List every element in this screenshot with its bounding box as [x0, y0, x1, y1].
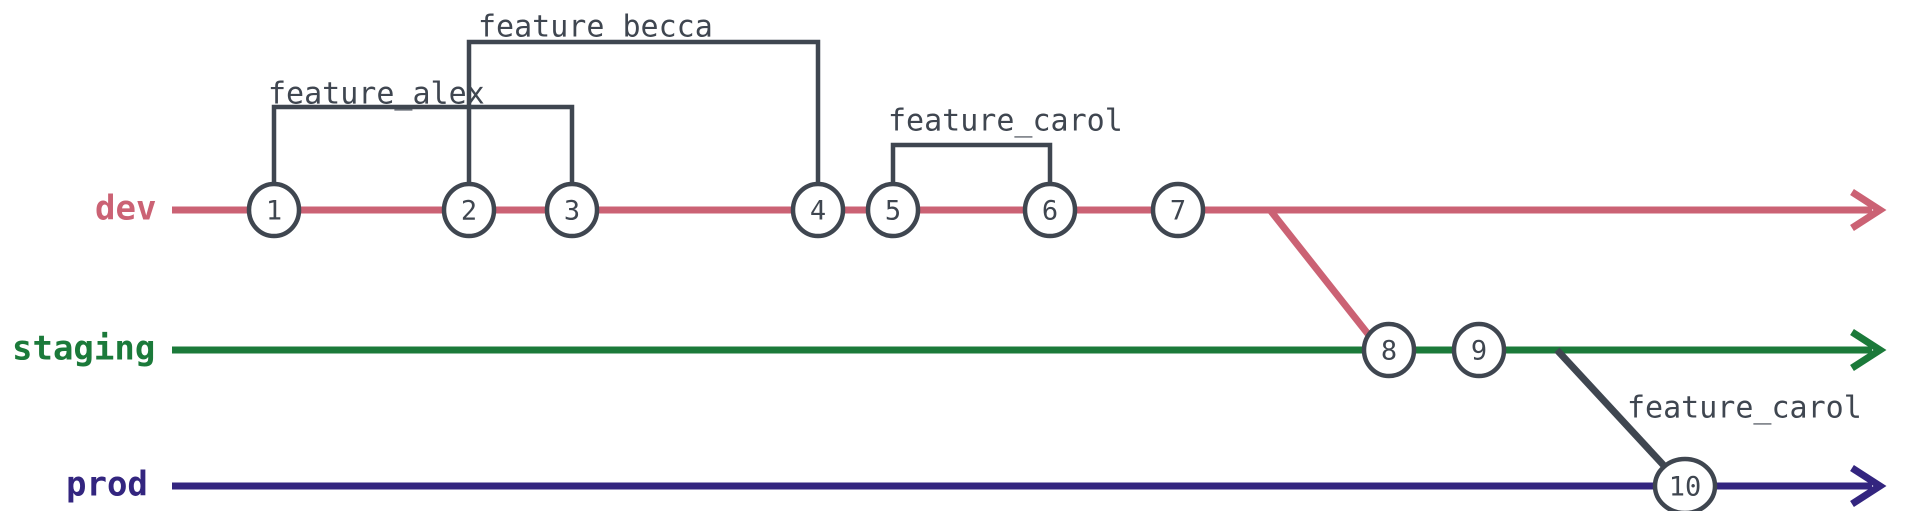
commit-node[interactable]: 9 — [1451, 321, 1507, 379]
feature-becca-path — [466, 39, 821, 186]
commit-circle — [246, 181, 302, 239]
dev-arrow-icon — [1850, 189, 1887, 231]
commit-node[interactable]: 3 — [544, 181, 600, 239]
commit-node[interactable]: 8 — [1361, 321, 1417, 379]
branch-lines — [172, 189, 1887, 507]
feature-alex-path — [271, 104, 575, 186]
staging-arrow-icon — [1850, 329, 1887, 371]
branch-line-staging[interactable] — [172, 329, 1887, 371]
feature-alex-label: feature_alex — [268, 77, 485, 112]
commit-circle — [1361, 321, 1417, 379]
commit-node[interactable]: 10 — [1652, 456, 1718, 511]
branch-line-prod[interactable] — [172, 465, 1887, 507]
commit-nodes: 1 2 3 4 5 6 7 — [246, 181, 1718, 511]
commit-circle — [544, 181, 600, 239]
commit-circle — [1652, 456, 1718, 511]
commit-number: 4 — [810, 196, 826, 227]
feature-carol-dev-label: feature_carol — [888, 104, 1123, 139]
branch-label-staging[interactable]: staging — [12, 329, 155, 369]
commit-node[interactable]: 4 — [790, 181, 846, 239]
commit-node[interactable]: 5 — [865, 181, 921, 239]
commit-number: 8 — [1381, 336, 1397, 367]
commit-circle — [1022, 181, 1078, 239]
commit-circle — [1150, 181, 1206, 239]
commit-circle — [865, 181, 921, 239]
prod-arrow-icon — [1850, 465, 1887, 507]
feature-becca-label: feature_becca — [478, 10, 713, 45]
commit-number: 7 — [1170, 196, 1186, 227]
commit-node[interactable]: 2 — [441, 181, 497, 239]
commit-number: 10 — [1669, 472, 1702, 503]
merge-staging-to-prod[interactable] — [1554, 347, 1671, 473]
merge-dev-to-staging[interactable] — [1267, 207, 1371, 337]
commit-node[interactable]: 1 — [246, 181, 302, 239]
commit-number: 6 — [1042, 196, 1058, 227]
feature-bracket-becca[interactable]: feature_becca — [466, 10, 821, 187]
feature-carol-prod-label: feature_carol — [1627, 391, 1862, 426]
commit-number: 1 — [266, 196, 282, 227]
commit-number: 9 — [1471, 336, 1487, 367]
feature-bracket-alex[interactable]: feature_alex — [268, 77, 575, 187]
commit-circle — [441, 181, 497, 239]
feature-brackets: feature_alex feature_becca feature_carol — [268, 10, 1123, 187]
branch-label-prod[interactable]: prod — [66, 465, 148, 505]
merge-lines: feature_carol — [1267, 207, 1862, 473]
commit-number: 3 — [564, 196, 580, 227]
branch-labels: dev staging prod — [12, 189, 156, 505]
commit-number: 5 — [885, 196, 901, 227]
feature-bracket-carol-dev[interactable]: feature_carol — [888, 104, 1123, 187]
commit-number: 2 — [461, 196, 477, 227]
feature-carol-dev-path — [890, 142, 1053, 186]
commit-circle — [790, 181, 846, 239]
commit-node[interactable]: 7 — [1150, 181, 1206, 239]
commit-node[interactable]: 6 — [1022, 181, 1078, 239]
commit-circle — [1451, 321, 1507, 379]
branch-label-dev[interactable]: dev — [95, 189, 156, 229]
